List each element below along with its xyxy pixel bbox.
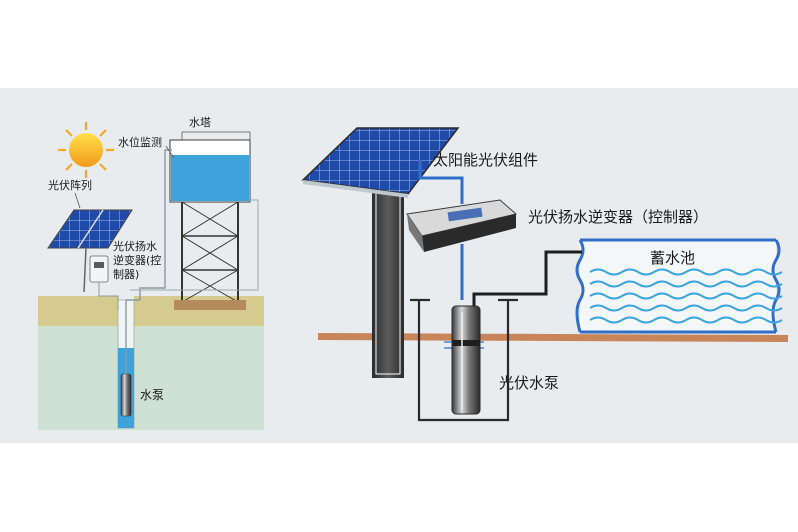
water-pipe-left (125, 299, 140, 374)
groundwater-layer (38, 318, 264, 430)
module-wire (418, 160, 464, 204)
inverter-right (406, 199, 518, 252)
inverter-left-line3: 制器) (113, 268, 139, 281)
ground-line (318, 333, 788, 342)
pump-icon (451, 305, 481, 415)
pump-right-label: 光伏水泵 (499, 374, 559, 392)
sun-icon (58, 122, 114, 178)
pump-left-label: 水泵 (140, 388, 164, 402)
level-monitor-wire (130, 199, 259, 291)
pv-array-leader (74, 192, 81, 209)
inverter-left-line2: 逆变器(控 (113, 253, 161, 267)
panel-post (372, 186, 404, 378)
left-diagram: 水泵 水位监测 水塔 (38, 116, 264, 430)
water-level-label: 水位监测 (118, 135, 162, 149)
inverter-wire-left (98, 282, 119, 310)
inverter-right-label: 光伏扬水逆变器（控制器） (528, 208, 708, 226)
water-tower (169, 139, 251, 310)
water-level-leader (165, 145, 175, 159)
supply-pipe-to-tower (139, 149, 172, 300)
pump-icon (120, 373, 132, 417)
tower-water (171, 155, 249, 201)
delivery-pipe (472, 250, 582, 310)
soil-surface-left (38, 296, 118, 326)
inverter-left-line1: 光伏扬水 (113, 239, 157, 253)
water-tower-label: 水塔 (189, 116, 211, 129)
reservoir-label: 蓄水池 (650, 249, 695, 267)
inverter-icon (89, 255, 109, 283)
right-diagram: 太阳能光伏组件 光伏扬水逆变器（控制器） 蓄水池 (301, 127, 788, 422)
pv-array-label: 光伏阵列 (48, 178, 92, 192)
solar-panel-icon (47, 209, 133, 293)
solar-module-label: 太阳能光伏组件 (433, 151, 538, 169)
reservoir (575, 238, 783, 334)
